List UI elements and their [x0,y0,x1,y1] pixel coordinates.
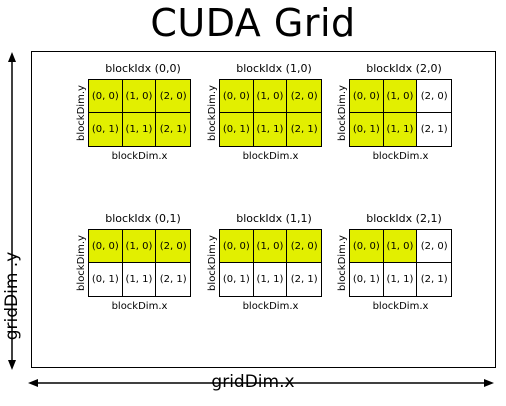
block-dim-x-label: blockDim.x [242,301,299,312]
block-dim-y-label: blockDim.y [207,85,218,141]
thread-cell-active: (0, 1) [89,113,123,146]
thread-cell-active: (1, 0) [253,80,288,113]
block-idx-label: blockIdx (2,0) [366,62,442,75]
thread-cell-active: (1, 1) [253,113,288,146]
thread-cell-idle: (2, 0) [417,80,451,113]
grid-dim-y-arrow-head-top [8,52,16,62]
thread-cell-idle: (0, 1) [89,263,123,296]
thread-cells: (0, 0)(1, 0)(2, 0) (0, 1)(1, 1)(2, 1) [349,229,452,297]
grid-dim-x-label: gridDim.x [211,372,295,392]
thread-cell-idle: (2, 1) [417,113,451,146]
thread-cell-active: (1, 1) [383,113,418,146]
block-dim-y-label: blockDim.y [76,85,87,141]
thread-cell-active: (1, 0) [383,80,418,113]
thread-block: blockIdx (2,1) (0, 0)(1, 0)(2, 0) (0, 1)(1… [334,212,474,324]
thread-cell-active: (0, 0) [89,230,123,263]
block-idx-label: blockIdx (0,0) [105,62,181,75]
thread-cell-idle: (2, 1) [417,263,451,296]
thread-cell-active: (0, 0) [350,230,384,263]
block-dim-x-label: blockDim.x [242,151,299,162]
thread-block: blockIdx (1,0) (0, 0)(1, 0)(2, 0) (0, 1)(1… [204,62,344,174]
thread-cell-idle: (1, 1) [383,263,418,296]
block-idx-label: blockIdx (1,1) [236,212,312,225]
thread-cells: (0, 0)(1, 0)(2, 0) (0, 1)(1, 1)(2, 1) [349,79,452,147]
block-dim-y-label: blockDim.y [337,85,348,141]
thread-cell-active: (0, 0) [220,80,254,113]
thread-cell-active: (2, 0) [287,230,321,263]
thread-cell-idle: (0, 1) [220,263,254,296]
block-dim-y-label: blockDim.y [337,235,348,291]
thread-cell-active: (0, 0) [89,80,123,113]
thread-cell-active: (0, 0) [220,230,254,263]
thread-cells: (0, 0)(1, 0)(2, 0) (0, 1)(1, 1)(2, 1) [219,79,322,147]
thread-cell-active: (0, 1) [220,113,254,146]
thread-cell-idle: (2, 1) [287,263,321,296]
thread-cell-active: (0, 1) [350,113,384,146]
block-dim-x-label: blockDim.x [372,151,429,162]
block-dim-x-label: blockDim.x [111,151,168,162]
thread-cell-active: (1, 0) [253,230,288,263]
thread-cell-active: (2, 0) [156,230,190,263]
thread-cells: (0, 0)(1, 0)(2, 0) (0, 1)(1, 1)(2, 1) [88,79,191,147]
thread-cell-active: (1, 0) [383,230,418,263]
grid-dim-x-arrow-head-right [484,379,494,387]
diagram-title: CUDA Grid [150,1,356,45]
thread-cell-active: (2, 0) [287,80,321,113]
thread-cells: (0, 0)(1, 0)(2, 0) (0, 1)(1, 1)(2, 1) [219,229,322,297]
grid-dim-x-arrow-head-left [28,379,38,387]
cuda-grid-frame [31,51,496,368]
block-idx-label: blockIdx (1,0) [236,62,312,75]
thread-block: blockIdx (0,1) (0, 0)(1, 0)(2, 0) (0, 1)(1… [73,212,213,324]
grid-dim-y-arrow-head-bottom [8,360,16,370]
thread-block: blockIdx (0,0) (0, 0)(1, 0)(2, 0) (0, 1)(1… [73,62,213,174]
thread-cell-active: (1, 0) [122,230,157,263]
thread-cell-idle: (0, 1) [350,263,384,296]
thread-block: blockIdx (2,0) (0, 0)(1, 0)(2, 0) (0, 1)(1… [334,62,474,174]
thread-cell-idle: (1, 1) [253,263,288,296]
block-dim-y-label: blockDim.y [76,235,87,291]
block-dim-y-label: blockDim.y [207,235,218,291]
block-idx-label: blockIdx (2,1) [366,212,442,225]
thread-block: blockIdx (1,1) (0, 0)(1, 0)(2, 0) (0, 1)(1… [204,212,344,324]
thread-cell-idle: (2, 0) [417,230,451,263]
thread-cell-active: (0, 0) [350,80,384,113]
thread-cell-idle: (2, 1) [156,263,190,296]
thread-cell-active: (1, 0) [122,80,157,113]
block-idx-label: blockIdx (0,1) [105,212,181,225]
thread-cell-idle: (1, 1) [122,263,157,296]
thread-cell-active: (2, 1) [287,113,321,146]
block-dim-x-label: blockDim.x [372,301,429,312]
thread-cell-active: (2, 0) [156,80,190,113]
block-dim-x-label: blockDim.x [111,301,168,312]
grid-dim-y-label: gridDim .y [2,251,22,341]
thread-cell-active: (1, 1) [122,113,157,146]
thread-cell-active: (2, 1) [156,113,190,146]
thread-cells: (0, 0)(1, 0)(2, 0) (0, 1)(1, 1)(2, 1) [88,229,191,297]
